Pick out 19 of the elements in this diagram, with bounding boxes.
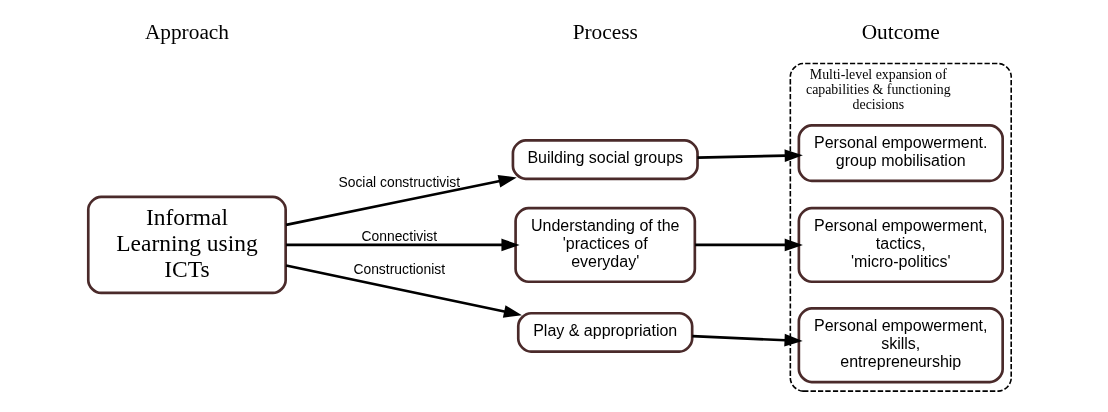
node-box: Personal empowerment, tactics, 'micro-politics' — [797, 206, 1004, 284]
node-box: Play & appropriation — [516, 311, 694, 353]
edge-label: Connectivist — [361, 228, 438, 245]
label: Approach — [144, 20, 230, 45]
node-box: Building social groups — [511, 139, 699, 181]
label: Outcome — [861, 20, 940, 45]
node-box: Understanding of the 'practices of everyday' — [514, 206, 697, 284]
node-box: Personal empowerment. group mobilisation — [797, 124, 1004, 183]
arrow — [697, 149, 803, 163]
label: Process — [572, 20, 638, 45]
node-box: Informal Learning using ICTs — [86, 195, 287, 295]
arrow — [285, 264, 522, 318]
node-box: Personal empowerment, skills, entrepreneurship — [797, 307, 1004, 384]
edge-label: Social constructivist — [338, 173, 461, 190]
arrow — [286, 238, 520, 252]
arrow — [285, 174, 517, 227]
edge-label: Constructionist — [353, 261, 446, 278]
arrow — [692, 333, 803, 347]
arrow — [695, 238, 803, 252]
